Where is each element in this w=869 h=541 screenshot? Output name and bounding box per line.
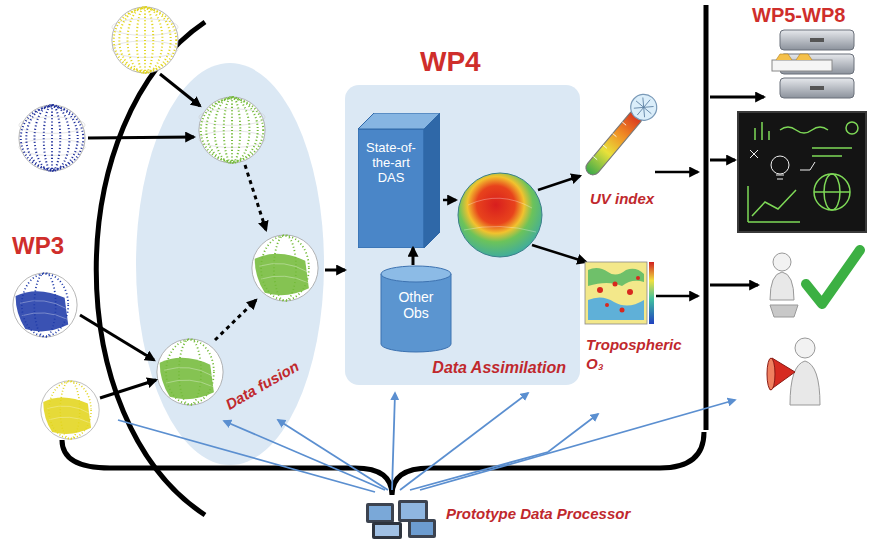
uv-thermometer — [578, 89, 662, 182]
database-icon — [772, 30, 854, 98]
flow-arrow — [325, 269, 345, 272]
product-label: Tropospheric O₃ — [586, 336, 690, 374]
curly-brace — [62, 432, 704, 495]
das-cube: State-of-the-art DAS — [358, 113, 440, 248]
obs-label: Other Obs — [388, 289, 444, 321]
chalkboard-icon — [738, 112, 866, 232]
processor-icon — [366, 500, 436, 539]
das-label: State-of-the-art DAS — [360, 141, 422, 186]
assimilation-label: Data Assimilation — [432, 359, 566, 377]
obs-cylinder: Other Obs — [380, 265, 452, 353]
work-package-label: WP5-WP8 — [752, 4, 845, 27]
check-person-icon — [770, 250, 860, 317]
megaphone-person-icon — [767, 338, 820, 405]
flow-arrow — [412, 248, 415, 265]
work-package-label: WP4 — [420, 46, 481, 78]
ozone-globe — [458, 173, 542, 257]
product-label: UV index — [590, 190, 654, 207]
work-package-label: WP3 — [12, 232, 64, 260]
processor-label: Prototype Data Processor — [446, 505, 630, 522]
separator-line — [704, 5, 709, 430]
ozone-map — [585, 262, 654, 324]
